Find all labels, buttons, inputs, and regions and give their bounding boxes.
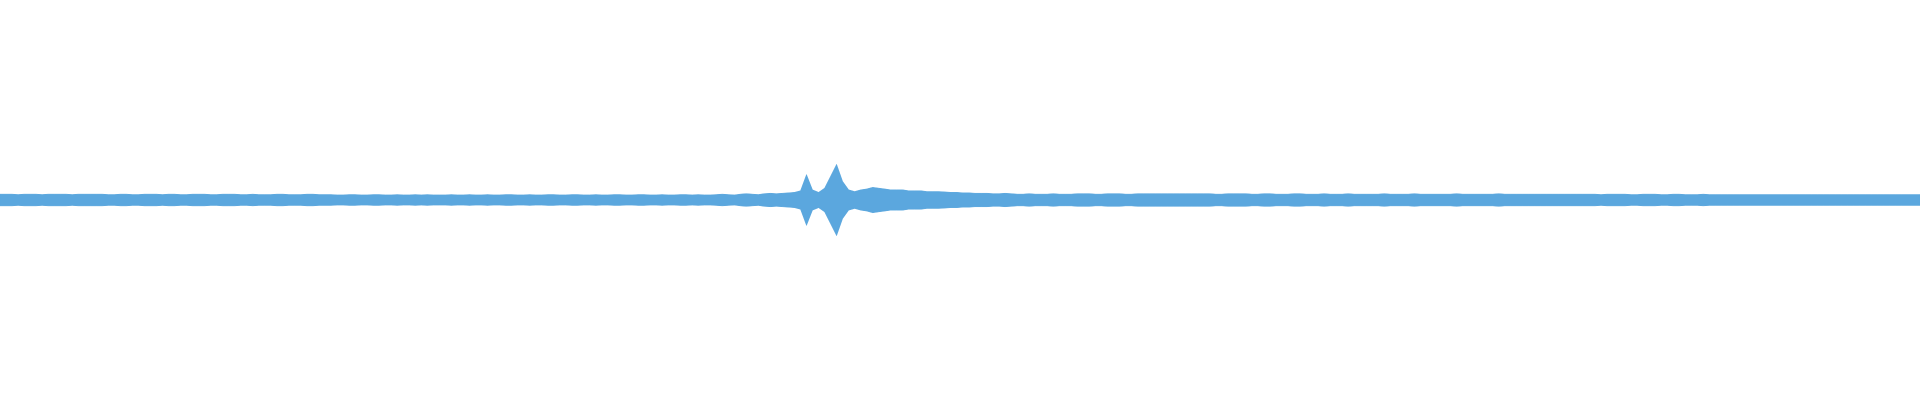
waveform-envelope xyxy=(0,163,1920,237)
